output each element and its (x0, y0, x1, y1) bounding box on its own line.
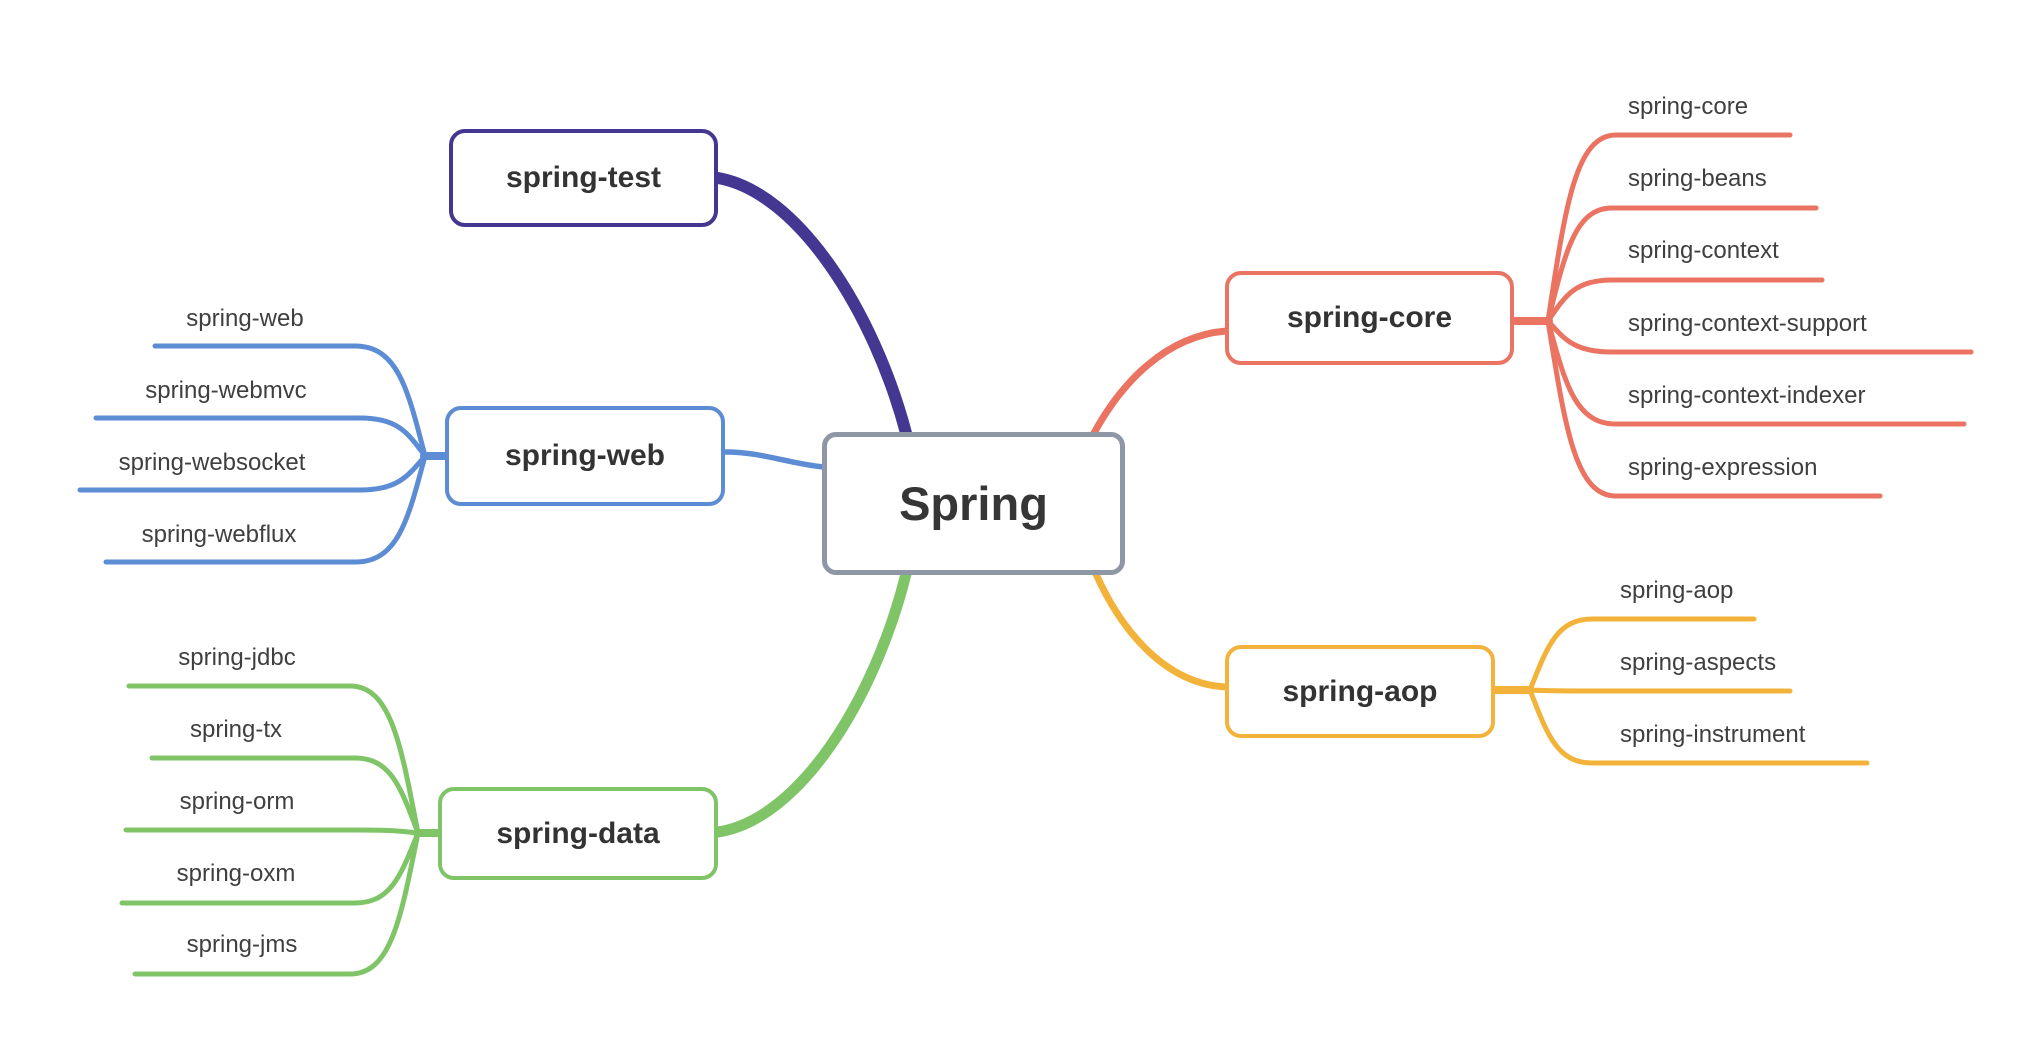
node-spring-test-label: spring-test (505, 161, 661, 194)
edge-core-spring-core (1545, 132, 1793, 324)
edge-data-spring-jdbc (126, 683, 421, 836)
edge-root-spring-data (712, 568, 912, 838)
node-spring-test[interactable]: spring-test (449, 129, 718, 227)
node-spring-data-label: spring-data (496, 816, 660, 850)
leaf-spring-context[interactable]: spring-context (1628, 237, 1779, 264)
leaf-spring-beans[interactable]: spring-beans (1628, 165, 1767, 192)
leaf-spring-core[interactable]: spring-core (1628, 93, 1749, 120)
node-spring-core[interactable]: spring-core (1225, 271, 1514, 365)
edge-aop-spring-aspects (1527, 687, 1793, 694)
leaf-spring-webflux[interactable]: spring-webflux (141, 521, 297, 548)
leaf-spring-jms[interactable]: spring-jms (186, 931, 298, 958)
edge-data-spring-tx (149, 755, 421, 836)
edge-aop-spring-aop (1527, 616, 1757, 693)
edge-root-spring-web (723, 449, 827, 470)
leaf-spring-webmvc[interactable]: spring-webmvc (145, 377, 307, 404)
edge-aop-spring-instrument (1527, 687, 1870, 766)
leaf-spring-orm[interactable]: spring-orm (179, 788, 295, 815)
edge-web-spring-web (152, 343, 428, 459)
node-spring-web-label: spring-web (504, 439, 665, 472)
edge-core-spring-expression (1545, 318, 1883, 499)
edge-data-spring-jms (132, 830, 421, 977)
edge-web-spring-webmvc (93, 415, 428, 459)
node-spring-root-label: Spring (899, 477, 1048, 530)
edge-core-spring-beans (1545, 205, 1819, 324)
edge-data-spring-orm (123, 827, 421, 836)
edge-core-spring-context-support (1545, 318, 1974, 355)
edge-core-spring-context-indexer (1545, 318, 1967, 427)
leaf-spring-context-support[interactable]: spring-context-support (1628, 310, 1867, 337)
edge-data-spring-oxm (119, 830, 421, 906)
leaf-spring-aop[interactable]: spring-aop (1620, 577, 1734, 604)
edge-core-spring-context (1545, 277, 1825, 324)
edge-web-spring-websocket (77, 453, 428, 493)
edge-root-spring-core (1090, 327, 1230, 437)
leaf-spring-tx[interactable]: spring-tx (189, 716, 283, 743)
node-spring-aop-label: spring-aop (1282, 674, 1438, 708)
node-spring-core-label: spring-core (1286, 301, 1453, 334)
edge-root-spring-test (712, 172, 912, 439)
node-spring-data[interactable]: spring-data (438, 787, 718, 880)
leaf-spring-aspects[interactable]: spring-aspects (1620, 649, 1777, 676)
edge-web-spring-webflux (103, 453, 428, 565)
leaf-spring-expression[interactable]: spring-expression (1628, 454, 1818, 481)
leaf-spring-instrument[interactable]: spring-instrument (1620, 721, 1806, 748)
leaf-spring-oxm[interactable]: spring-oxm (176, 860, 296, 887)
leaf-spring-web[interactable]: spring-web (186, 305, 304, 332)
node-spring-aop[interactable]: spring-aop (1225, 645, 1495, 738)
leaf-spring-context-indexer[interactable]: spring-context-indexer (1628, 382, 1866, 409)
node-spring-root[interactable]: Spring (822, 432, 1125, 575)
leaf-spring-jdbc[interactable]: spring-jdbc (178, 644, 296, 671)
node-spring-web[interactable]: spring-web (445, 406, 725, 506)
leaf-spring-websocket[interactable]: spring-websocket (118, 449, 306, 476)
edge-root-spring-aop (1092, 570, 1230, 691)
